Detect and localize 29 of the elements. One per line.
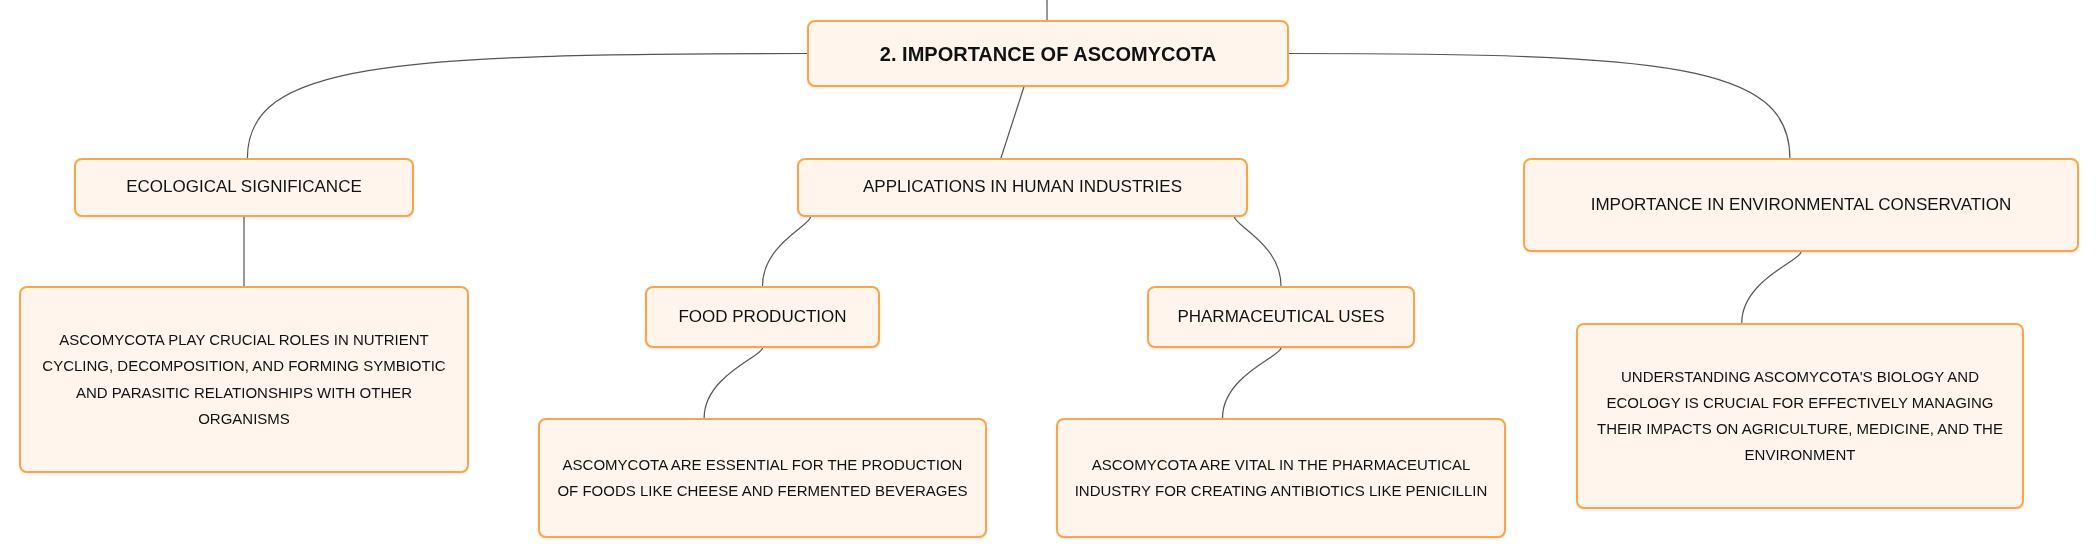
node-text: IMPORTANCE IN ENVIRONMENTAL CONSERVATION — [1590, 193, 2012, 216]
connector-line — [1233, 216, 1282, 287]
node-text: ECOLOGICAL SIGNIFICANCE — [126, 176, 362, 199]
subtopic-box — [1147, 286, 1415, 348]
node-text: 2. IMPORTANCE OF ASCOMYCOTA — [879, 41, 1217, 67]
description-box — [1576, 323, 2024, 509]
node-text: FOOD PRODUCTION — [678, 305, 847, 328]
description-box — [538, 418, 987, 538]
connector-line — [1288, 52, 1791, 159]
subtopic-box — [1523, 158, 2079, 252]
subtopic-box — [797, 158, 1248, 217]
connector-line — [1046, 0, 1048, 21]
connector-line — [761, 216, 812, 287]
node-text: ASCOMYCOTA ARE ESSENTIAL FOR THE PRODUCTION OF FOODS LIKE CHEESE AND FERMENTED BEVERAGES — [556, 454, 969, 501]
description-box — [1056, 418, 1506, 538]
topic-box — [807, 20, 1289, 87]
description-box — [19, 286, 469, 473]
node-text: PHARMACEUTICAL USES — [1177, 305, 1385, 328]
node-text: ASCOMYCOTA PLAY CRUCIAL ROLES IN NUTRIENT CYCLING, DECOMPOSITION, AND FORMING SYMBIOTIC AND PARASITIC RELATIONSHIPS WITH OTHER ORGANISMS — [41, 330, 447, 429]
connector-line — [703, 347, 764, 419]
connector-line — [1221, 347, 1282, 419]
node-text: UNDERSTANDING ASCOMYCOTA'S BIOLOGY AND ECOLOGY IS CRUCIAL FOR EFFECTIVELY MANAGING THEIR IMPACTS ON AGRICULTURE, MEDICINE, AND THE ENVIRONMENT — [1596, 366, 2004, 466]
connector-line — [246, 52, 808, 159]
node-text: APPLICATIONS IN HUMAN INDUSTRIES — [863, 176, 1182, 199]
connector-line — [243, 216, 245, 287]
subtopic-box — [645, 286, 880, 348]
subtopic-box — [74, 158, 414, 217]
connector-line — [1741, 251, 1802, 324]
node-text: ASCOMYCOTA ARE VITAL IN THE PHARMACEUTICAL INDUSTRY FOR CREATING ANTIBIOTICS LIKE PENICILLIN — [1073, 454, 1489, 501]
